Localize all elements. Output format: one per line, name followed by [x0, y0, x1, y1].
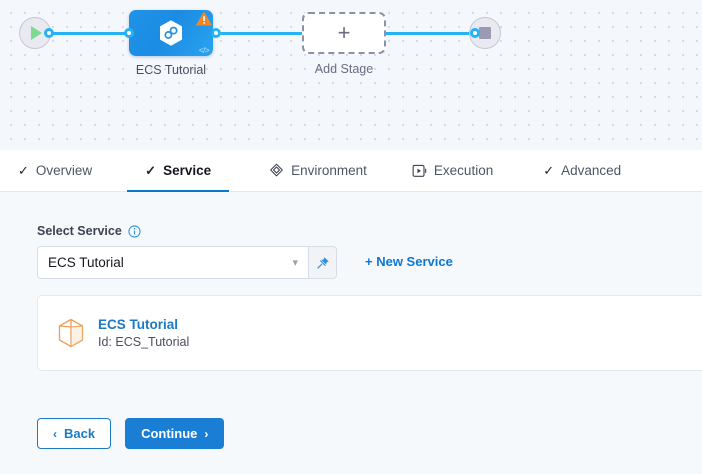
service-select[interactable]: ECS Tutorial ▾: [37, 246, 309, 279]
info-icon[interactable]: [128, 224, 141, 238]
tab-advanced[interactable]: ✓ Advanced: [543, 150, 621, 192]
plus-icon: +: [337, 20, 351, 45]
tab-overview[interactable]: ✓ Overview: [18, 150, 92, 192]
select-service-label: Select Service: [37, 224, 122, 238]
pin-service-button[interactable]: [309, 246, 337, 279]
tab-execution-label: Execution: [433, 163, 494, 178]
layers-icon: [270, 163, 283, 177]
service-card-title[interactable]: ECS Tutorial: [98, 317, 179, 332]
code-glyph-icon: </>: [198, 46, 210, 55]
port-start-out[interactable]: [44, 28, 54, 38]
tab-service-label: Service: [163, 163, 212, 178]
selected-service-card[interactable]: ECS Tutorial Id: ECS_Tutorial: [37, 295, 702, 371]
pin-icon: [316, 256, 329, 269]
stage-config-tabs: ✓ Overview ✓ Service Environment Executi…: [0, 150, 702, 193]
add-stage-label: Add Stage: [314, 62, 374, 76]
pipeline-canvas[interactable]: </> ECS Tutorial + Add Stage: [0, 0, 702, 150]
service-hexagon-icon: [160, 20, 182, 46]
stage-node-label: ECS Tutorial: [135, 63, 207, 77]
connector-stage-to-add: [215, 32, 305, 35]
tab-advanced-label: Advanced: [561, 163, 622, 178]
stage-node-ecs-tutorial[interactable]: </>: [129, 10, 213, 56]
check-icon: ✓: [543, 163, 555, 178]
check-icon: ✓: [145, 163, 157, 178]
back-button[interactable]: ‹ Back: [37, 418, 112, 449]
service-card-texts: ECS Tutorial Id: ECS_Tutorial: [98, 317, 189, 349]
continue-button-label: Continue: [141, 426, 198, 441]
continue-button[interactable]: Continue ›: [125, 418, 225, 449]
play-box-icon: [412, 164, 427, 177]
tab-service[interactable]: ✓ Service: [127, 150, 230, 193]
tab-overview-label: Overview: [35, 163, 93, 178]
warning-triangle-icon[interactable]: [195, 10, 213, 27]
connector-add-to-end: [385, 32, 473, 35]
play-icon: [31, 26, 42, 40]
stop-icon: [479, 27, 491, 39]
select-service-label-group: Select Service: [37, 224, 141, 238]
tab-environment-label: Environment: [291, 163, 367, 178]
back-button-label: Back: [64, 426, 96, 441]
port-stage-out[interactable]: [211, 28, 221, 38]
port-end-in[interactable]: [470, 28, 480, 38]
chevron-left-icon: ‹: [53, 426, 57, 441]
new-service-link[interactable]: + New Service: [365, 254, 453, 269]
port-stage-in[interactable]: [124, 28, 134, 38]
cube-hexagon-icon: [58, 318, 84, 348]
footer-buttons: ‹ Back Continue ›: [37, 418, 225, 449]
connector-start-to-stage: [46, 32, 128, 35]
add-stage-button[interactable]: +: [302, 12, 386, 54]
tab-execution[interactable]: Execution: [412, 150, 493, 192]
chevron-right-icon: ›: [204, 426, 209, 441]
service-card-id: Id: ECS_Tutorial: [98, 335, 190, 349]
chevron-down-icon[interactable]: ▾: [292, 257, 298, 269]
service-select-value: ECS Tutorial: [48, 255, 124, 270]
check-icon: ✓: [18, 163, 29, 178]
service-select-group: ECS Tutorial ▾: [37, 246, 337, 279]
tab-environment[interactable]: Environment: [269, 150, 367, 192]
